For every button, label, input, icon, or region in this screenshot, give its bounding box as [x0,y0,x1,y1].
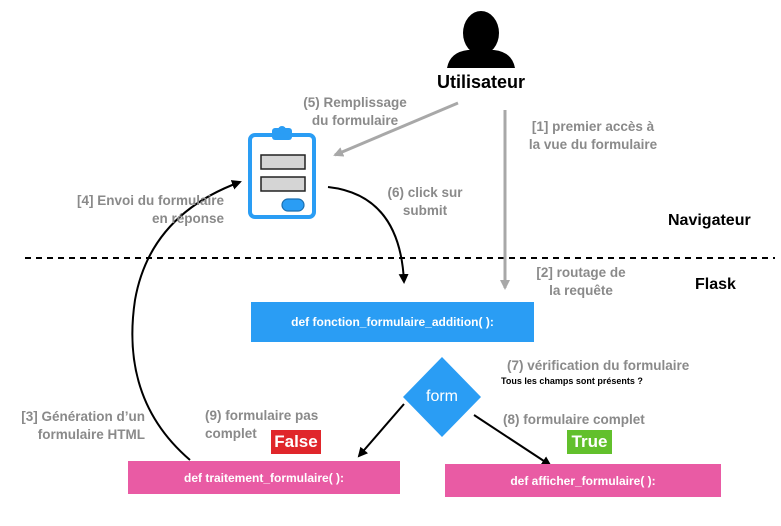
false-badge: False [271,430,321,454]
user-silhouette-icon [447,11,515,68]
step-1-label: [1] premier accès à la vue du formulaire [528,119,658,152]
arrow-step-9 [357,403,405,458]
step-7-label: (7) vérification du formulaire [507,358,690,373]
function-afficher-box: def afficher_formulaire( ): [445,464,721,497]
arrow-step-8 [473,414,552,467]
step-7-question: Tous les champs sont présents ? [501,376,643,386]
step-6-label: (6) click sur submit [387,185,463,218]
region-browser-label: Navigateur [668,212,751,229]
function-main-box: def fonction_formulaire_addition( ): [251,302,534,342]
arrow-step-3-4 [131,180,242,461]
user-label: Utilisateur [436,72,526,92]
form-clipboard-icon [248,126,316,219]
step-9-label: (9) formulaire pas complet [205,408,319,441]
step-8-label: (8) formulaire complet [503,412,645,427]
function-traitement-box: def traitement_formulaire( ): [128,461,400,494]
step-2-label: [2] routage de la requête [536,265,626,298]
arrow-step-6 [327,186,409,284]
arrow-step-5 [333,101,459,157]
decision-label: form [426,388,458,405]
step-4-label: [4] Envoi du formulaire en réponse [76,193,224,226]
step-5-label: (5) Remplissage du formulaire [303,95,407,128]
region-server-label: Flask [695,276,736,293]
decision-diamond [403,357,481,437]
true-badge: True [567,430,612,454]
step-3-label: [3] Génération d’un formulaire HTML [21,409,145,442]
